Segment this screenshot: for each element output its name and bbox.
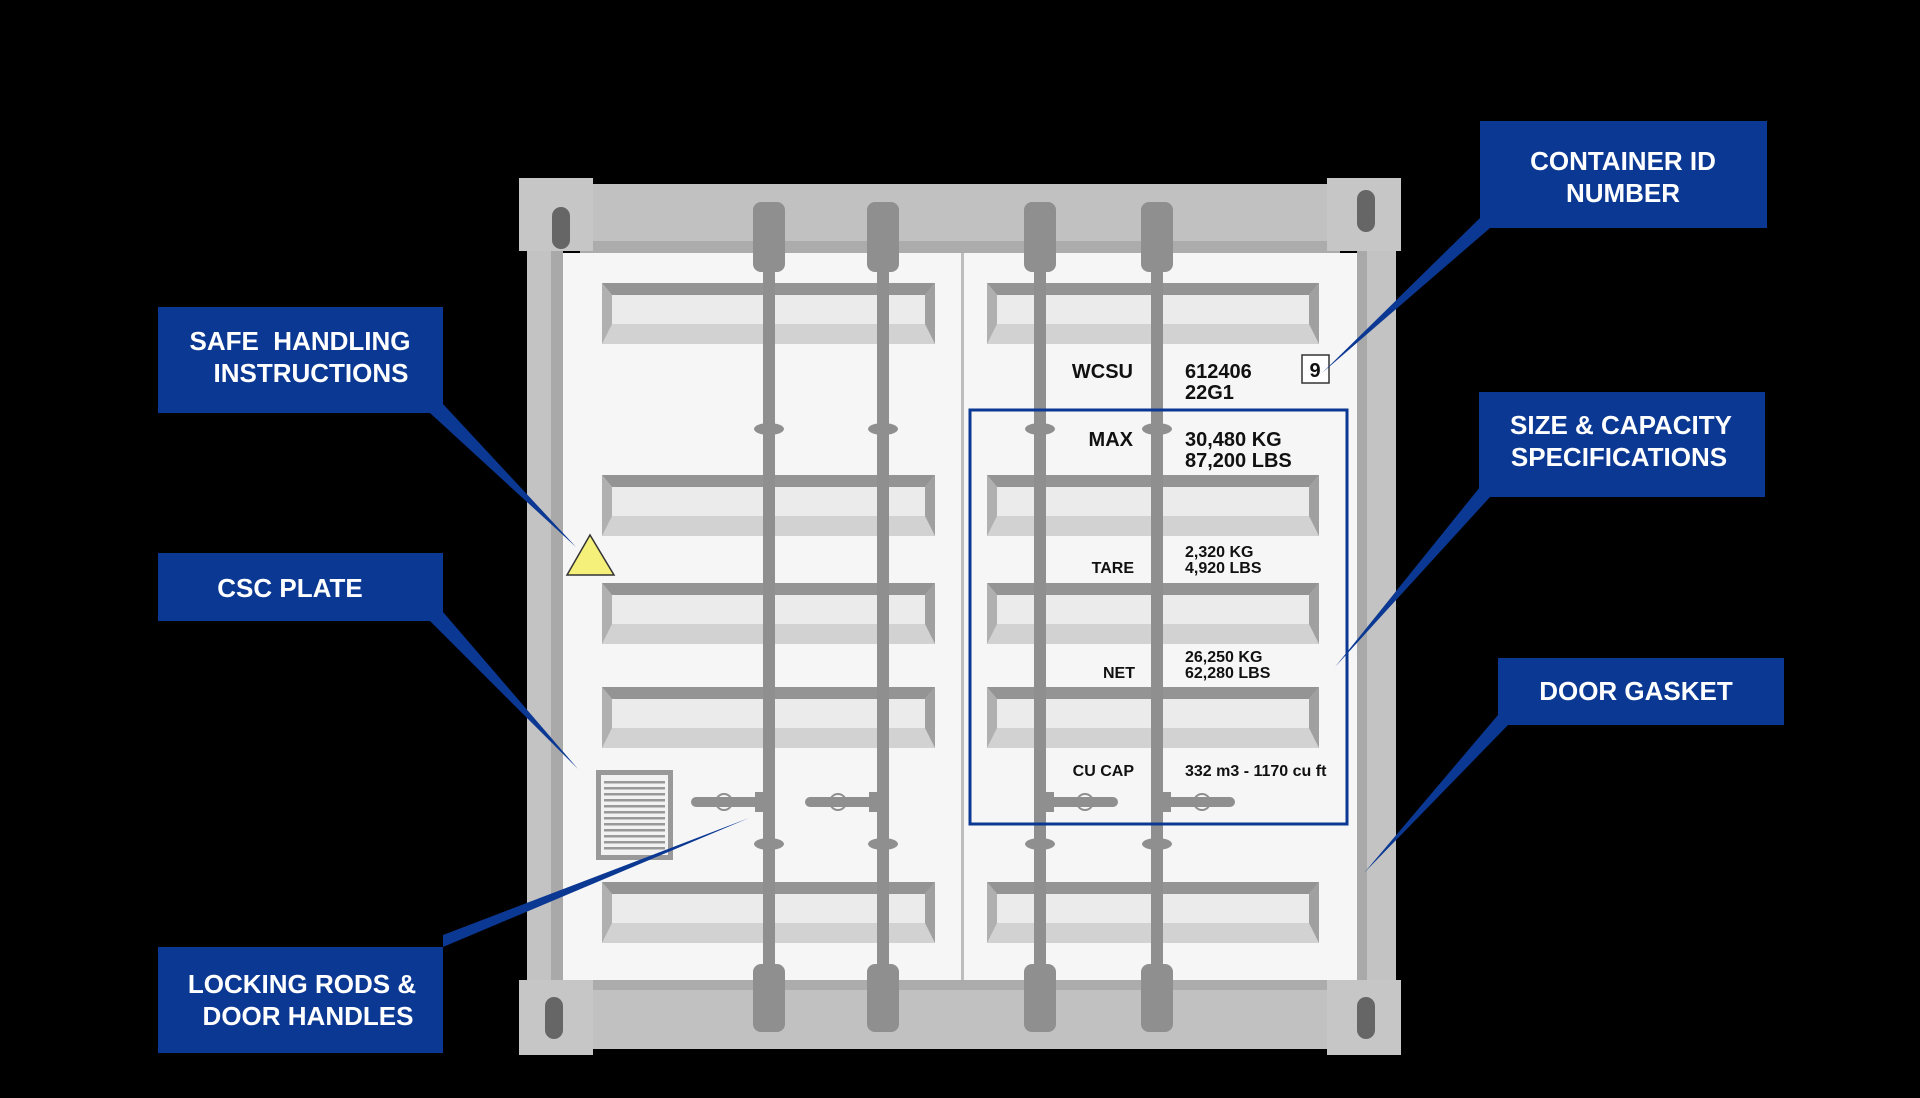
- locking-rods: [691, 202, 1235, 1032]
- rod-guide: [1025, 838, 1055, 850]
- rod-guide: [868, 423, 898, 435]
- rod-guide: [1142, 423, 1172, 435]
- svg-text:SPECIFICATIONS: SPECIFICATIONS: [1511, 442, 1727, 472]
- svg-text:LOCKING RODS &: LOCKING RODS &: [188, 969, 416, 999]
- rod-cam-bottom: [753, 964, 785, 1032]
- container-frame: [527, 184, 1396, 1049]
- door-seam: [961, 253, 964, 980]
- container-markings: WCSU 612406 22G1 9 MAX 30,480 KG 87,200 …: [1072, 354, 1330, 780]
- svg-text:NUMBER: NUMBER: [1566, 178, 1680, 208]
- cucap-label: CU CAP: [1073, 763, 1135, 780]
- svg-text:INSTRUCTIONS: INSTRUCTIONS: [214, 358, 409, 388]
- locking-rod[interactable]: [691, 202, 785, 1032]
- serial-number: 612406: [1185, 361, 1252, 383]
- safe-handling-warning-icon: [565, 533, 616, 576]
- label-safe-handling: SAFE HANDLING INSTRUCTIONS: [158, 307, 443, 413]
- max-kg: 30,480 KG: [1185, 429, 1282, 451]
- max-label: MAX: [1089, 429, 1134, 451]
- net-lbs: 62,280 LBS: [1185, 665, 1271, 682]
- rod-guide: [754, 423, 784, 435]
- tare-kg: 2,320 KG: [1185, 544, 1253, 561]
- size-type-code: 22G1: [1185, 382, 1234, 404]
- rod-cam-top: [1141, 202, 1173, 272]
- rod-guide: [868, 838, 898, 850]
- rod-cam-bottom: [867, 964, 899, 1032]
- locking-rod[interactable]: [1024, 202, 1118, 1032]
- leader-locking-rods: [443, 818, 749, 947]
- door-handle[interactable]: [1040, 792, 1118, 812]
- cucap-value: 332 m3 - 1170 cu ft: [1185, 763, 1327, 780]
- label-container-id: CONTAINER ID NUMBER: [1480, 121, 1767, 228]
- svg-text:SAFE HANDLING: SAFE HANDLING: [190, 326, 411, 356]
- leader-door-gasket: [1364, 715, 1508, 873]
- tare-label: TARE: [1092, 560, 1135, 577]
- leader-size-capacity: [1335, 487, 1490, 667]
- svg-text:DOOR HANDLES: DOOR HANDLES: [203, 1001, 414, 1031]
- rod-cam-top: [867, 202, 899, 272]
- csc-plate: [596, 770, 673, 860]
- door-handle[interactable]: [691, 792, 769, 812]
- svg-text:CSC PLATE: CSC PLATE: [217, 573, 362, 603]
- svg-text:CONTAINER ID: CONTAINER ID: [1530, 146, 1716, 176]
- rod-cam-top: [753, 202, 785, 272]
- rod-cam-bottom: [1141, 964, 1173, 1032]
- owner-code: WCSU: [1072, 361, 1133, 383]
- rod-guide: [1142, 838, 1172, 850]
- locking-rod[interactable]: [805, 202, 899, 1032]
- leader-container-id: [1322, 218, 1490, 373]
- door-handle[interactable]: [1157, 792, 1235, 812]
- rod-cam-top: [1024, 202, 1056, 272]
- size-capacity-box: [968, 408, 1349, 826]
- tare-lbs: 4,920 LBS: [1185, 560, 1262, 577]
- leader-lines: [430, 218, 1508, 947]
- label-door-gasket: DOOR GASKET: [1498, 658, 1784, 725]
- check-digit: 9: [1309, 360, 1320, 382]
- leader-safe-handling: [430, 404, 576, 547]
- label-size-capacity: SIZE & CAPACITY SPECIFICATIONS: [1479, 392, 1765, 497]
- door-handle[interactable]: [805, 792, 883, 812]
- rod-guide: [754, 838, 784, 850]
- label-csc-plate: CSC PLATE: [158, 553, 443, 621]
- svg-text:DOOR GASKET: DOOR GASKET: [1539, 676, 1733, 706]
- label-locking-rods: LOCKING RODS & DOOR HANDLES: [158, 947, 443, 1053]
- net-label: NET: [1103, 665, 1135, 682]
- svg-text:SIZE & CAPACITY: SIZE & CAPACITY: [1510, 410, 1732, 440]
- rod-cam-bottom: [1024, 964, 1056, 1032]
- max-lbs: 87,200 LBS: [1185, 450, 1292, 472]
- corner-castings: [519, 178, 1401, 1055]
- leader-csc-plate: [430, 612, 578, 769]
- net-kg: 26,250 KG: [1185, 649, 1262, 666]
- locking-rod[interactable]: [1141, 202, 1235, 1032]
- rod-guide: [1025, 423, 1055, 435]
